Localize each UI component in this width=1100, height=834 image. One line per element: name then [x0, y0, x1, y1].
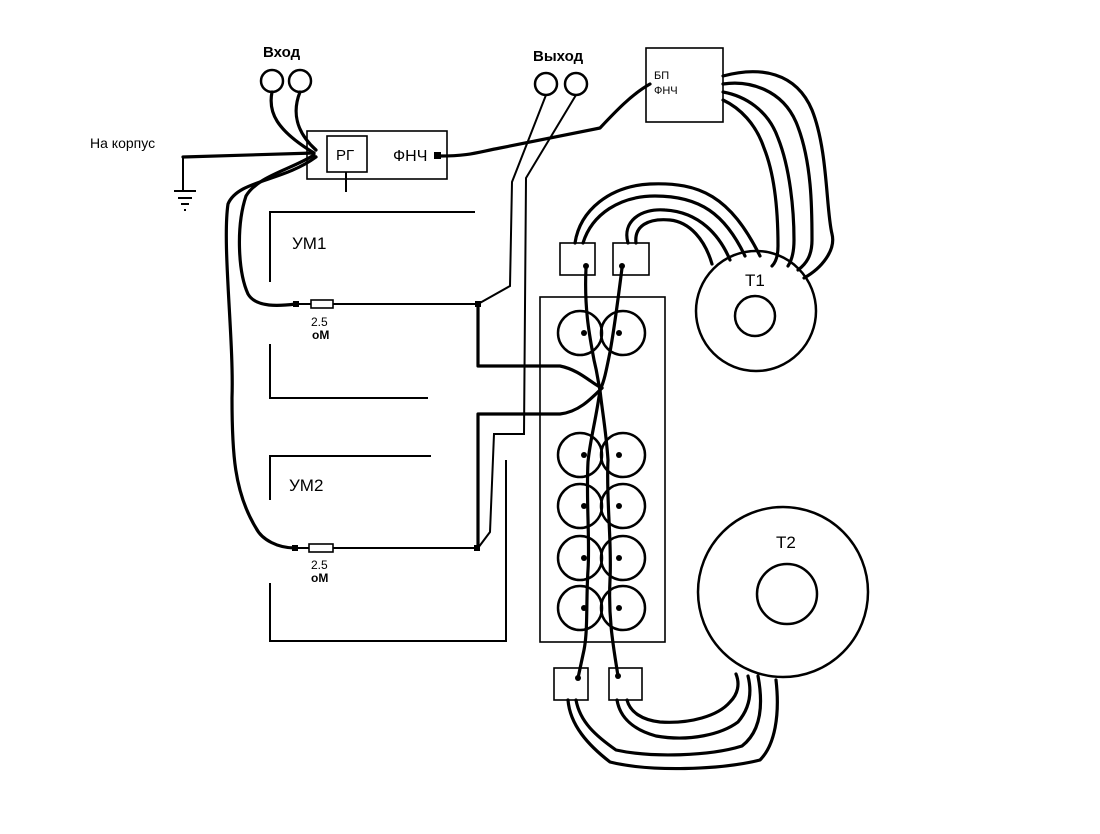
terminal-bottom-right [608, 667, 643, 701]
terminal-bottom-left [553, 667, 589, 701]
input-jack-2 [287, 68, 313, 94]
capacitor-3-right [599, 534, 647, 582]
resistor-2-body [308, 543, 334, 553]
resistor-2-value: 2.5 [311, 558, 328, 572]
terminal-top-left [559, 242, 596, 276]
transformer-t1-label: Т1 [745, 271, 765, 290]
amp2-outline: УМ2 [269, 455, 507, 642]
capacitor-2-right [599, 482, 647, 530]
psu-lpf-block: БП ФНЧ [645, 47, 724, 123]
resistor-2-unit: оМ [311, 571, 328, 585]
output-connector: Выход [533, 48, 589, 97]
capacitor-4-right [599, 584, 647, 632]
chassis-ground: На корпус [90, 135, 316, 211]
lpf-label: ФНЧ [393, 148, 427, 165]
rg-label: РГ [336, 147, 354, 164]
output-jack-2 [563, 71, 589, 97]
rg-lpf-board: РГ ФНЧ [306, 130, 448, 192]
capacitor-top-right [599, 309, 647, 357]
capacitor-board [539, 296, 666, 643]
amp1-outline: УМ1 [269, 211, 475, 399]
input-connector: Вход [259, 44, 313, 94]
wiring [224, 70, 835, 771]
transformer-t2: Т2 [696, 505, 870, 679]
transformer-t1-inner [733, 294, 777, 338]
resistor-1-body [310, 299, 334, 309]
transformer-t2-outer [696, 505, 870, 679]
chassis-label: На корпус [90, 135, 155, 151]
amp2-label: УМ2 [289, 476, 323, 495]
output-label: Выход [533, 48, 584, 65]
resistor-1-unit: оМ [312, 328, 329, 342]
psu-label-1: БП [654, 70, 669, 82]
resistor-1-value: 2.5 [311, 315, 328, 329]
psu-label-2: ФНЧ [654, 85, 678, 97]
transformer-t2-label: Т2 [776, 533, 796, 552]
amp1-label: УМ1 [292, 234, 326, 253]
psu-lpf-box [645, 47, 724, 123]
resistor-1: 2.5 оМ [293, 299, 481, 342]
terminal-top-right [612, 242, 650, 276]
input-label: Вход [263, 44, 301, 61]
resistor-2: 2.5 оМ [292, 543, 480, 585]
input-jack-1 [259, 68, 285, 94]
capacitor-board-outline [539, 296, 666, 643]
transformer-t2-inner [755, 562, 819, 626]
output-jack-1 [533, 71, 559, 97]
capacitor-1-right [599, 431, 647, 479]
